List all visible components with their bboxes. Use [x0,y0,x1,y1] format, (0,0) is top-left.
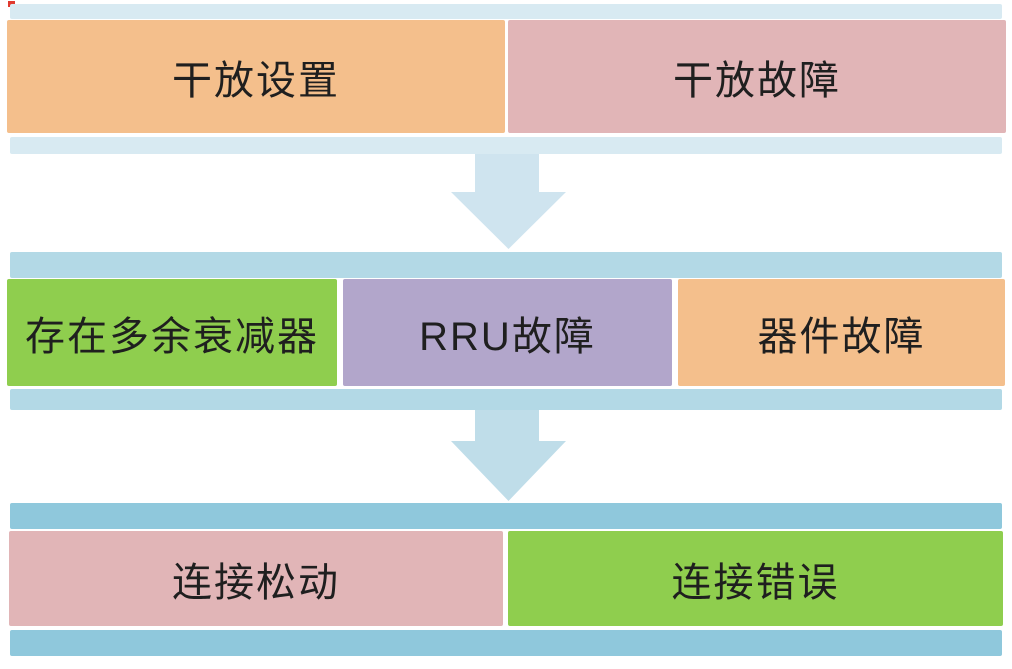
tier-3-bottom-bar [10,630,1002,656]
down-arrow-icon [451,410,566,501]
node-trunk-amp-settings: 干放设置 [7,20,505,133]
tier-1-bottom-bar [10,137,1002,154]
node-component-fault: 器件故障 [678,279,1005,386]
node-wrong-connection: 连接错误 [508,531,1003,626]
tier-3-top-bar [10,503,1002,529]
node-trunk-amp-fault: 干放故障 [508,20,1006,133]
tier-1-top-bar [10,4,1002,19]
tier-2-top-bar [10,252,1002,278]
node-rru-fault: RRU故障 [343,279,672,386]
tier-2-bottom-bar [10,389,1002,410]
node-loose-connection: 连接松动 [9,531,503,626]
down-arrow-1 [451,154,566,249]
node-extra-attenuator: 存在多余衰减器 [7,279,337,386]
down-arrow-icon [451,154,566,249]
down-arrow-2 [451,410,566,501]
